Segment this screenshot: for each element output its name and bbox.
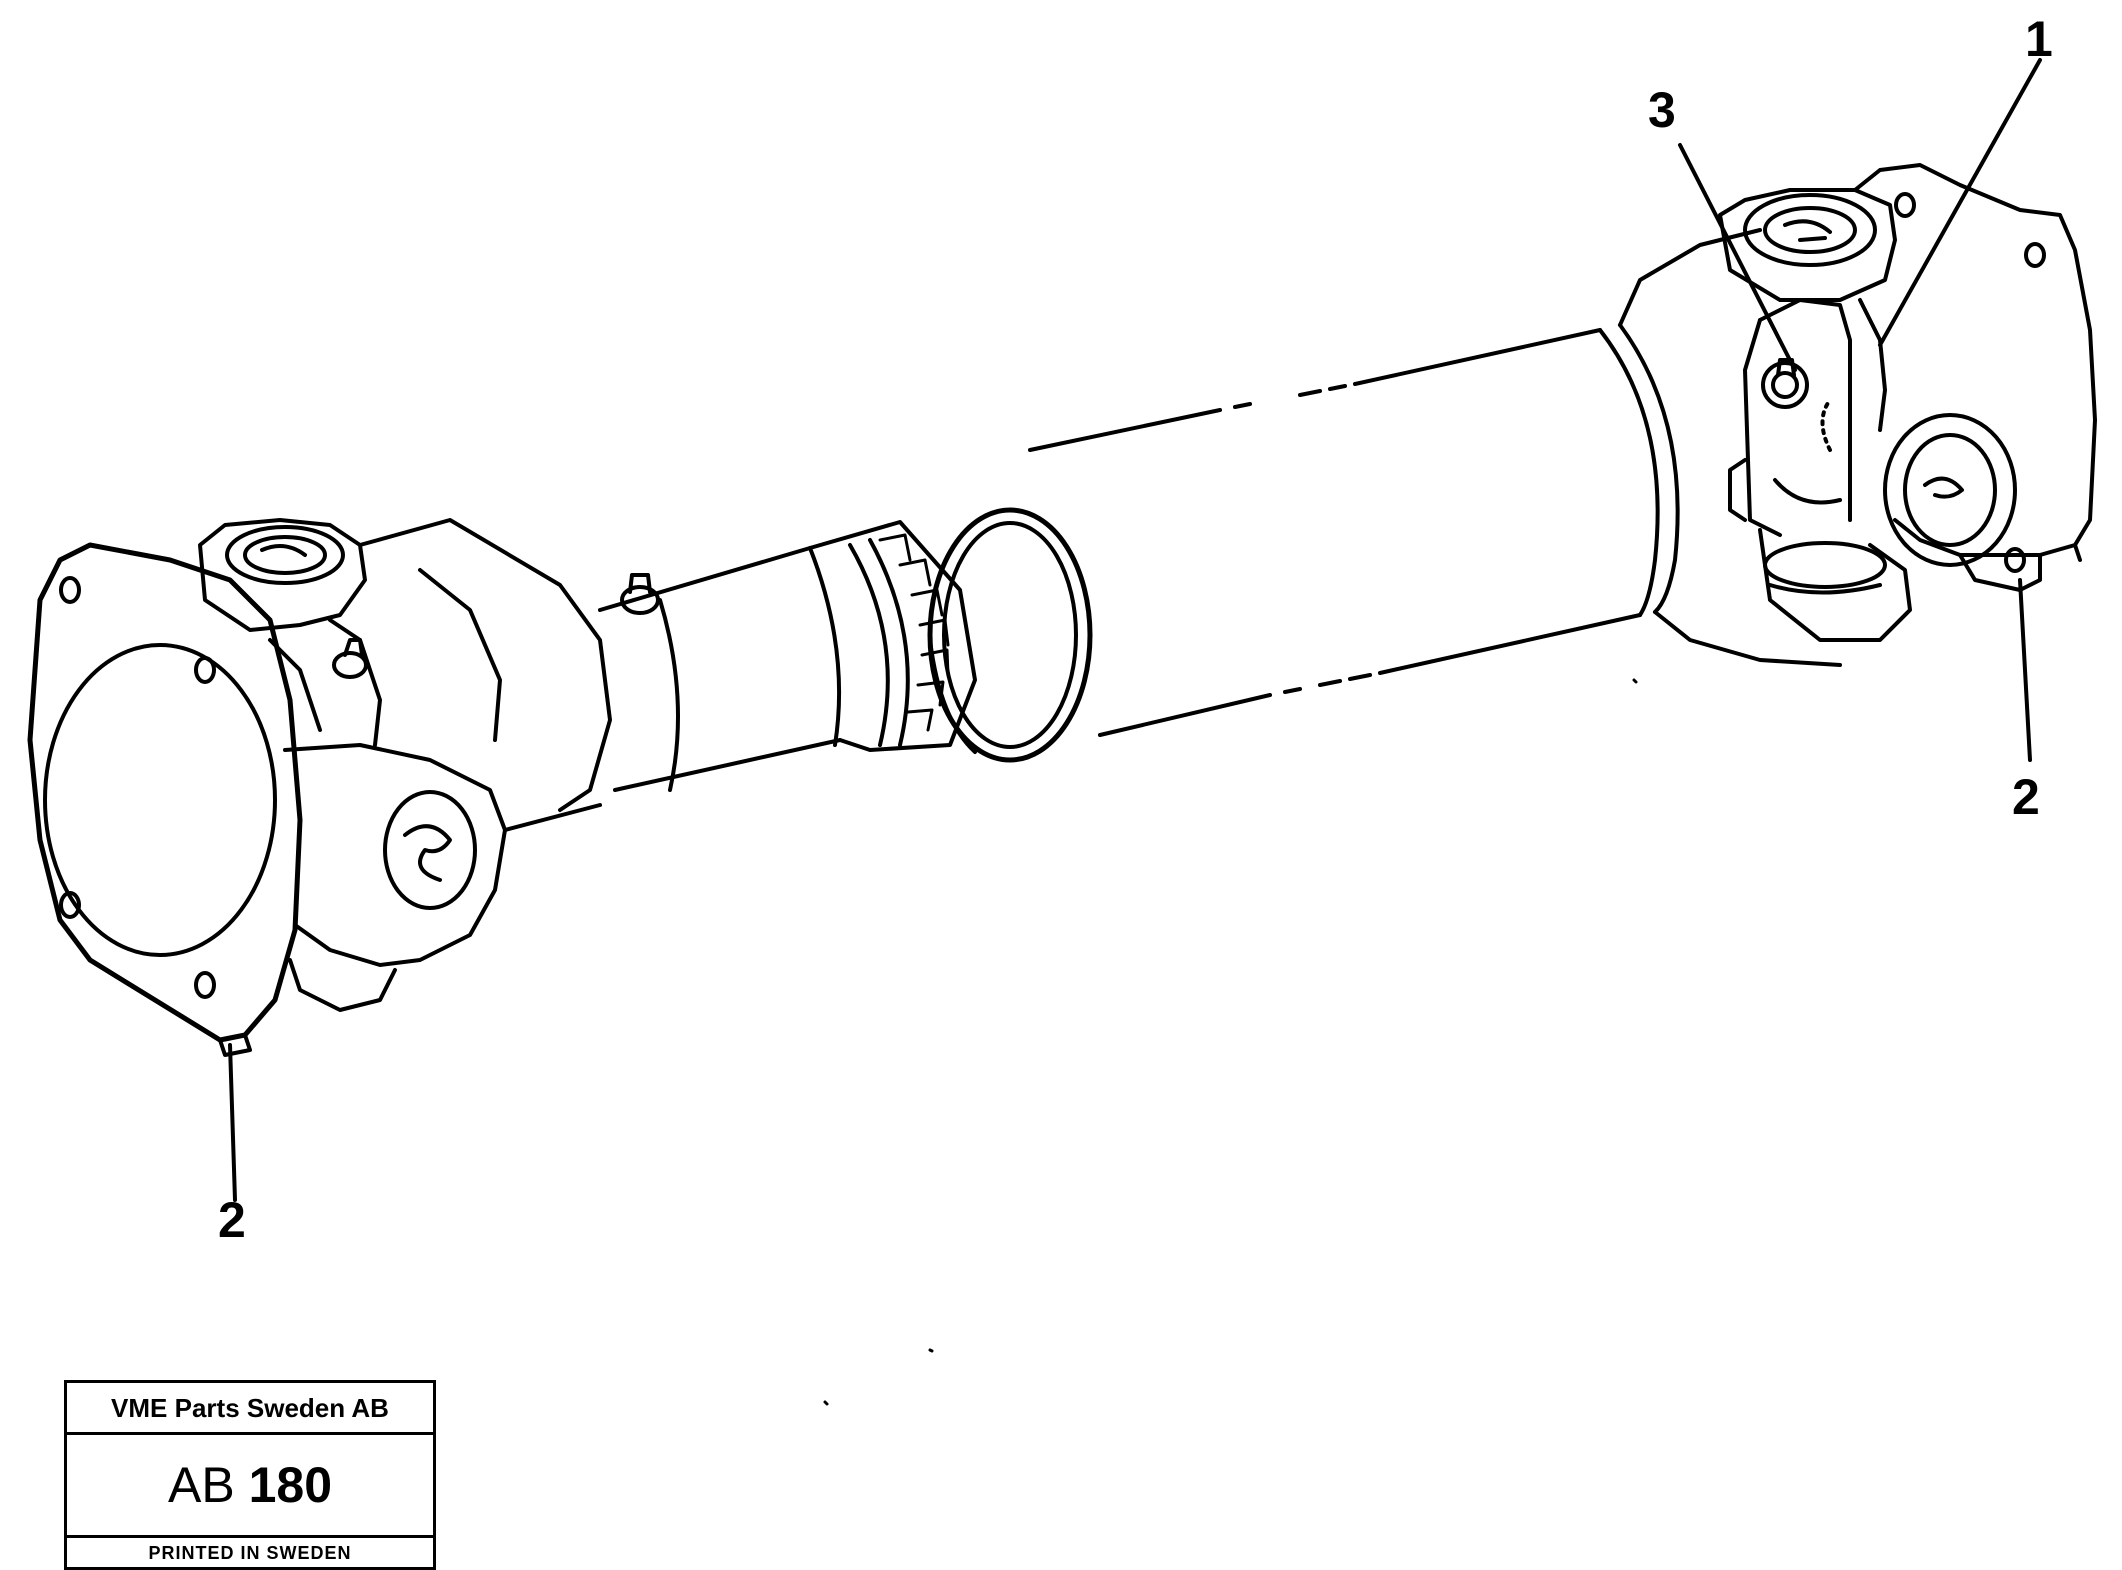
callout-2-left: 2 bbox=[218, 1192, 246, 1248]
leader-2-left bbox=[228, 1043, 237, 1202]
leader-lines bbox=[228, 58, 2042, 1202]
stamp-company: VME Parts Sweden AB bbox=[67, 1383, 433, 1435]
stamp-code-prefix: AB bbox=[167, 1457, 235, 1513]
stamp-code: AB 180 bbox=[67, 1435, 433, 1535]
slip-sleeve bbox=[598, 520, 977, 792]
callout-3: 3 bbox=[1648, 82, 1676, 138]
callout-1: 1 bbox=[2025, 11, 2053, 67]
scan-specks bbox=[823, 678, 1638, 1406]
callout-2-right: 2 bbox=[2012, 769, 2040, 825]
stamp-code-number: 180 bbox=[248, 1457, 333, 1513]
leader-1 bbox=[1878, 58, 2042, 347]
leader-2-right bbox=[2018, 578, 2032, 762]
leader-3 bbox=[1678, 143, 1797, 372]
left-flange-yoke bbox=[27, 518, 660, 1057]
print-stamp: VME Parts Sweden AB AB 180 PRINTED IN SW… bbox=[64, 1380, 436, 1570]
stamp-printed: PRINTED IN SWEDEN bbox=[67, 1535, 433, 1567]
right-universal-joint bbox=[1618, 163, 2097, 667]
main-tube bbox=[927, 323, 1680, 763]
